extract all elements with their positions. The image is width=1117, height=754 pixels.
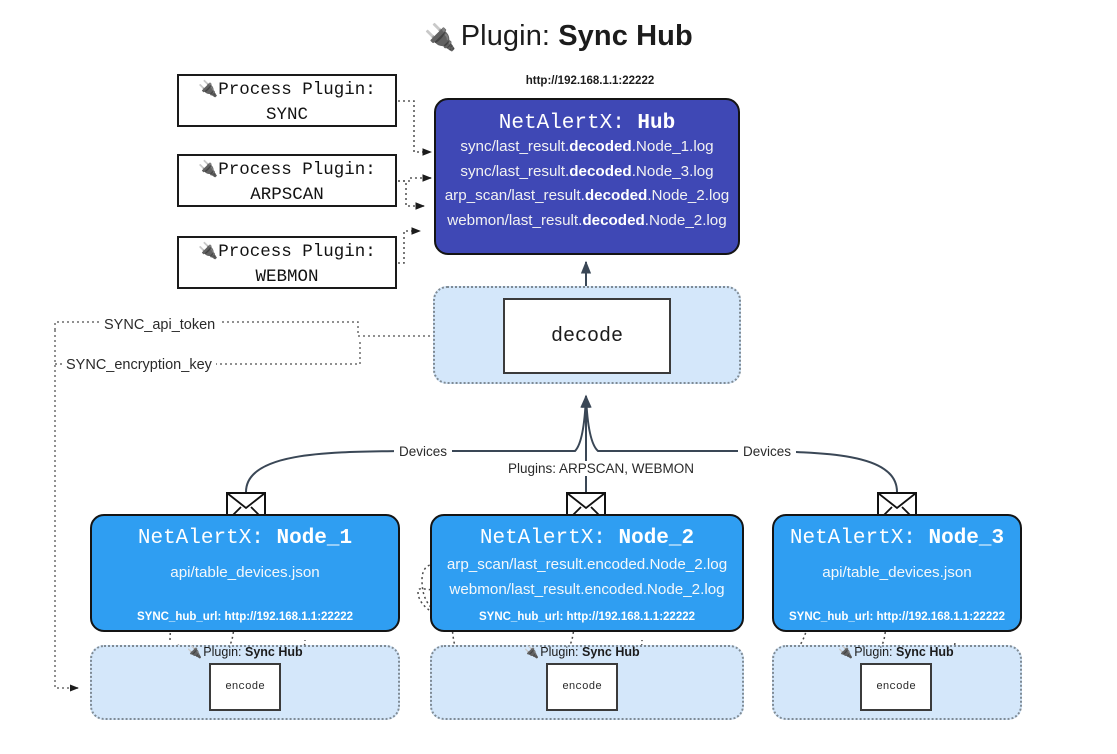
hub-log-line: sync/last_result.decoded.Node_3.log [436, 160, 738, 185]
node-line: api/table_devices.json [822, 564, 972, 581]
process-plugin-box-sync[interactable]: 🔌Process Plugin: SYNC [177, 74, 397, 127]
hub-log-line: sync/last_result.decoded.Node_1.log [436, 135, 738, 160]
hub-log-line: webmon/last_result.decoded.Node_2.log [436, 209, 738, 234]
node-title-prefix: NetAlertX: [479, 527, 619, 550]
node-card-node-3[interactable]: NetAlertX: Node_3 api/table_devices.json… [772, 514, 1022, 632]
log-post: .Node_2.log [647, 187, 730, 204]
plug-icon: 🔌 [198, 81, 219, 98]
node-hub-url-label: SYNC_hub_url: http://192.168.1.1:22222 [478, 611, 696, 623]
edge-label-devices-right: Devices [738, 444, 797, 459]
node-card-node-1[interactable]: NetAlertX: Node_1 api/table_devices.json… [90, 514, 400, 632]
node-title: NetAlertX: Node_1 [92, 527, 398, 550]
node-title-strong: Node_1 [276, 527, 353, 550]
node-title: NetAlertX: Node_3 [774, 527, 1020, 550]
log-pre: webmon/last_result. [447, 211, 583, 229]
plug-icon: 🔌 [838, 645, 854, 659]
hub-title-prefix: NetAlertX: [498, 112, 638, 135]
encode-box-node-3[interactable]: encode [860, 663, 932, 711]
edge-label-plugins: Plugins: ARPSCAN, WEBMON [503, 461, 700, 476]
node-title-strong: Node_3 [928, 527, 1005, 550]
log-post: .Node_1.log [631, 138, 714, 155]
encode-plugin-label: 🔌Plugin: Sync Hub [801, 645, 991, 659]
process-plugin-box-arpscan[interactable]: 🔌Process Plugin: ARPSCAN [177, 154, 397, 207]
encode-box-node-2[interactable]: encode [546, 663, 618, 711]
process-plugin-label: Process Plugin: [218, 160, 376, 180]
log-mid: decoded [569, 162, 632, 180]
process-plugin-label: Process Plugin: [218, 242, 376, 262]
log-post: .Node_2.log [644, 211, 727, 229]
encode-plugin-prefix: Plugin: [203, 645, 245, 659]
node-line: api/table_devices.json [170, 564, 320, 581]
edge-label-devices-left: Devices [394, 444, 453, 459]
node-card-node-2[interactable]: NetAlertX: Node_2 arp_scan/last_result.e… [430, 514, 744, 632]
process-plugin-label: Process Plugin: [218, 80, 376, 100]
log-post: .Node_3.log [631, 162, 714, 180]
hub-title-strong: Hub [637, 112, 676, 135]
encode-plugin-label: 🔌Plugin: Sync Hub [487, 645, 677, 659]
encode-plugin-label: 🔌Plugin: Sync Hub [150, 645, 340, 659]
plug-icon: 🔌 [198, 161, 219, 178]
sync-encryption-key-label: SYNC_encryption_key [62, 357, 216, 373]
node-title-strong: Node_2 [618, 527, 695, 550]
log-pre: sync/last_result. [460, 162, 570, 180]
process-plugin-name: WEBMON [255, 267, 319, 287]
page-title-prefix: Plugin: [460, 20, 559, 52]
log-mid: decoded [569, 138, 632, 155]
plug-icon: 🔌 [187, 645, 203, 659]
page-title: 🔌Plugin: Sync Hub [0, 14, 1117, 59]
plug-icon: 🔌 [424, 22, 457, 52]
encode-plugin-prefix: Plugin: [540, 645, 582, 659]
node-title-prefix: NetAlertX: [137, 527, 277, 550]
encode-plugin-strong: Sync Hub [582, 645, 640, 659]
process-plugin-box-webmon[interactable]: 🔌Process Plugin: WEBMON [177, 236, 397, 289]
log-pre: arp_scan/last_result. [444, 187, 585, 204]
log-mid: decoded [584, 187, 648, 204]
hub-log-line: arp_scan/last_result.decoded.Node_2.log [436, 184, 738, 209]
encode-box-node-1[interactable]: encode [209, 663, 281, 711]
node-hub-url-label: SYNC_hub_url: http://192.168.1.1:22222 [136, 611, 354, 623]
encode-plugin-strong: Sync Hub [896, 645, 954, 659]
encode-plugin-strong: Sync Hub [245, 645, 303, 659]
page-title-strong: Sync Hub [558, 20, 693, 52]
node-line: arp_scan/last_result.encoded.Node_2.log [446, 556, 728, 573]
node-title: NetAlertX: Node_2 [432, 527, 742, 550]
process-plugin-name: SYNC [265, 105, 308, 125]
plug-icon: 🔌 [524, 645, 540, 659]
node-line: webmon/last_result.encoded.Node_2.log [449, 581, 725, 598]
process-plugin-name: ARPSCAN [250, 185, 324, 205]
sync-api-token-label: SYNC_api_token [100, 317, 220, 333]
log-pre: sync/last_result. [460, 138, 570, 155]
hub-url-label: http://192.168.1.1:22222 [525, 75, 655, 87]
log-mid: decoded [582, 211, 645, 229]
hub-node-card[interactable]: NetAlertX: Hub sync/last_result.decoded.… [434, 98, 740, 255]
node-title-prefix: NetAlertX: [789, 527, 929, 550]
decode-box[interactable]: decode [503, 298, 671, 374]
plug-icon: 🔌 [198, 243, 219, 260]
encode-plugin-prefix: Plugin: [854, 645, 896, 659]
node-hub-url-label: SYNC_hub_url: http://192.168.1.1:22222 [788, 611, 1006, 623]
hub-title: NetAlertX: Hub [436, 112, 738, 135]
